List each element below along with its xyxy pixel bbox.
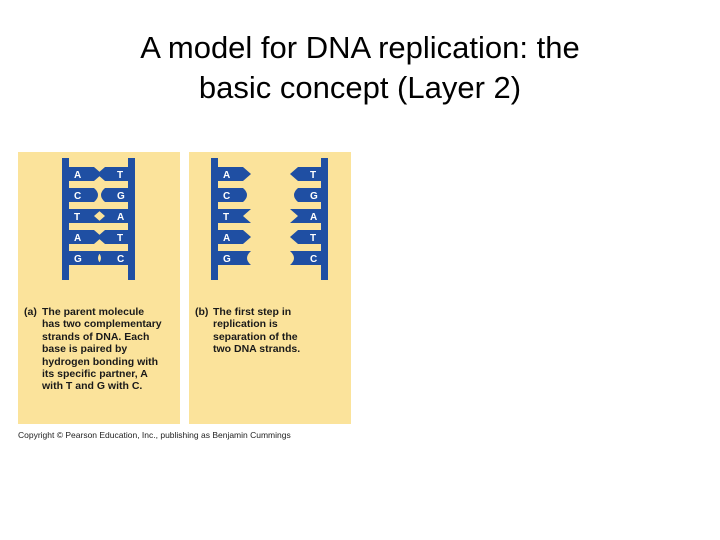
separated-right-strand-base-label: T bbox=[310, 170, 316, 181]
separated-left-strand-base-label: T bbox=[223, 212, 229, 223]
caption-a-label: (a) bbox=[24, 306, 37, 318]
parent-left-strand-base-label: C bbox=[74, 191, 81, 202]
caption-a-line: its specific partner, A bbox=[42, 368, 162, 380]
parent-left-strand-backbone bbox=[62, 158, 69, 280]
separated-right-strand-base-label: G bbox=[310, 191, 318, 202]
caption-b-line: replication is bbox=[213, 318, 300, 330]
separated-right-strand-base-G bbox=[294, 188, 322, 202]
parent-right-strand-base-label: A bbox=[117, 212, 124, 223]
parent-right-strand-backbone bbox=[128, 158, 135, 280]
caption-b-line: two DNA strands. bbox=[213, 343, 300, 355]
parent-right-strand-base-label: G bbox=[117, 191, 125, 202]
parent-right-strand-base-label: C bbox=[117, 254, 124, 265]
separated-right-strand-base-label: T bbox=[310, 233, 316, 244]
caption-b-line: separation of the bbox=[213, 331, 300, 343]
title-line-1: A model for DNA replication: the bbox=[60, 28, 660, 68]
caption-a-line: base is paired by bbox=[42, 343, 162, 355]
parent-right-strand-base-label: T bbox=[117, 170, 123, 181]
separated-left-strand-base-label: A bbox=[223, 170, 230, 181]
separated-left-strand-base-label: A bbox=[223, 233, 230, 244]
caption-b-line: The first step in bbox=[213, 306, 300, 318]
slide-title: A model for DNA replication: the basic c… bbox=[60, 28, 660, 108]
separated-right-strand-base-T bbox=[290, 230, 322, 244]
caption-a-line: The parent molecule bbox=[42, 306, 162, 318]
separated-right-strand-base-T bbox=[290, 167, 322, 181]
separated-right-strand-backbone bbox=[321, 158, 328, 280]
copyright-notice: Copyright © Pearson Education, Inc., pub… bbox=[18, 430, 291, 440]
caption-b-label: (b) bbox=[195, 306, 208, 318]
parent-left-strand-base-label: A bbox=[74, 233, 81, 244]
parent-right-strand-base-T bbox=[97, 230, 129, 244]
separated-left-strand-base-label: C bbox=[223, 191, 230, 202]
parent-right-strand-base-T bbox=[97, 167, 129, 181]
parent-left-strand-base-label: T bbox=[74, 212, 80, 223]
caption-a-line: strands of DNA. Each bbox=[42, 331, 162, 343]
caption-a-line: has two complementary bbox=[42, 318, 162, 330]
parent-left-strand-base-C bbox=[68, 188, 98, 202]
parent-right-strand-base-label: T bbox=[117, 233, 123, 244]
caption-a-line: hydrogen bonding with bbox=[42, 356, 162, 368]
parent-left-strand-base-label: G bbox=[74, 254, 82, 265]
separated-right-strand-base-label: C bbox=[310, 254, 317, 265]
parent-left-strand-base-label: A bbox=[74, 170, 81, 181]
title-line-2: basic concept (Layer 2) bbox=[60, 68, 660, 108]
separated-left-strand-base-C bbox=[217, 188, 247, 202]
separated-left-strand-backbone bbox=[211, 158, 218, 280]
separated-right-strand-base-label: A bbox=[310, 212, 317, 223]
caption-a-line: with T and G with C. bbox=[42, 380, 162, 392]
separated-left-strand-base-label: G bbox=[223, 254, 231, 265]
parent-right-strand-base-G bbox=[101, 188, 129, 202]
